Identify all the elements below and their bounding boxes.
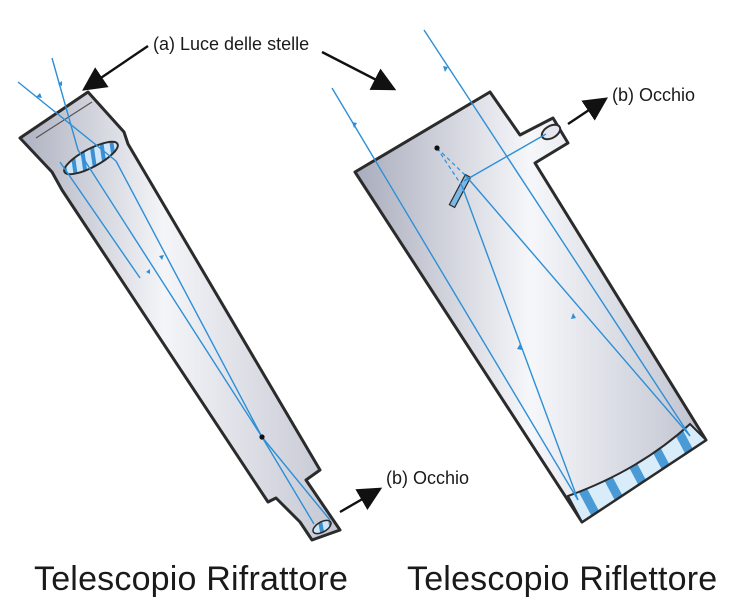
starlight-arrow-left-icon: [82, 45, 149, 91]
secondary-mirror-icon: [448, 173, 472, 209]
refractor-tube-body: [18, 90, 342, 542]
reflector-light-rays: [331, 29, 691, 501]
primary-mirror-icon: [566, 422, 708, 524]
reflector-title: Telescopio Riflettore: [407, 560, 717, 598]
reflector-telescope: [331, 29, 708, 524]
eye-arrow-reflector-icon: [567, 97, 608, 125]
reflector-eyepiece-icon: [540, 123, 562, 141]
starlight-arrow-right-icon: [321, 50, 397, 91]
annotations: (a) Luce delle stelle (b) Occhio (b) Occ…: [34, 34, 717, 598]
eye-label-refractor: (b) Occhio: [386, 468, 469, 488]
eyepiece-lens-icon: [312, 519, 332, 535]
refractor-light-rays: [17, 57, 331, 525]
refractor-focus-point-icon: [259, 434, 265, 440]
refractor-title: Telescopio Rifrattore: [34, 560, 348, 598]
eye-arrow-refractor-icon: [339, 487, 383, 514]
objective-lens-icon: [63, 140, 119, 176]
eye-label-reflector: (b) Occhio: [612, 85, 695, 105]
reflector-ray-arrows: [352, 66, 576, 350]
refractor-telescope: [17, 57, 342, 542]
starlight-label: (a) Luce delle stelle: [153, 34, 309, 54]
refractor-ray-arrows: [36, 81, 164, 274]
reflector-focus-point-icon: [434, 145, 440, 151]
